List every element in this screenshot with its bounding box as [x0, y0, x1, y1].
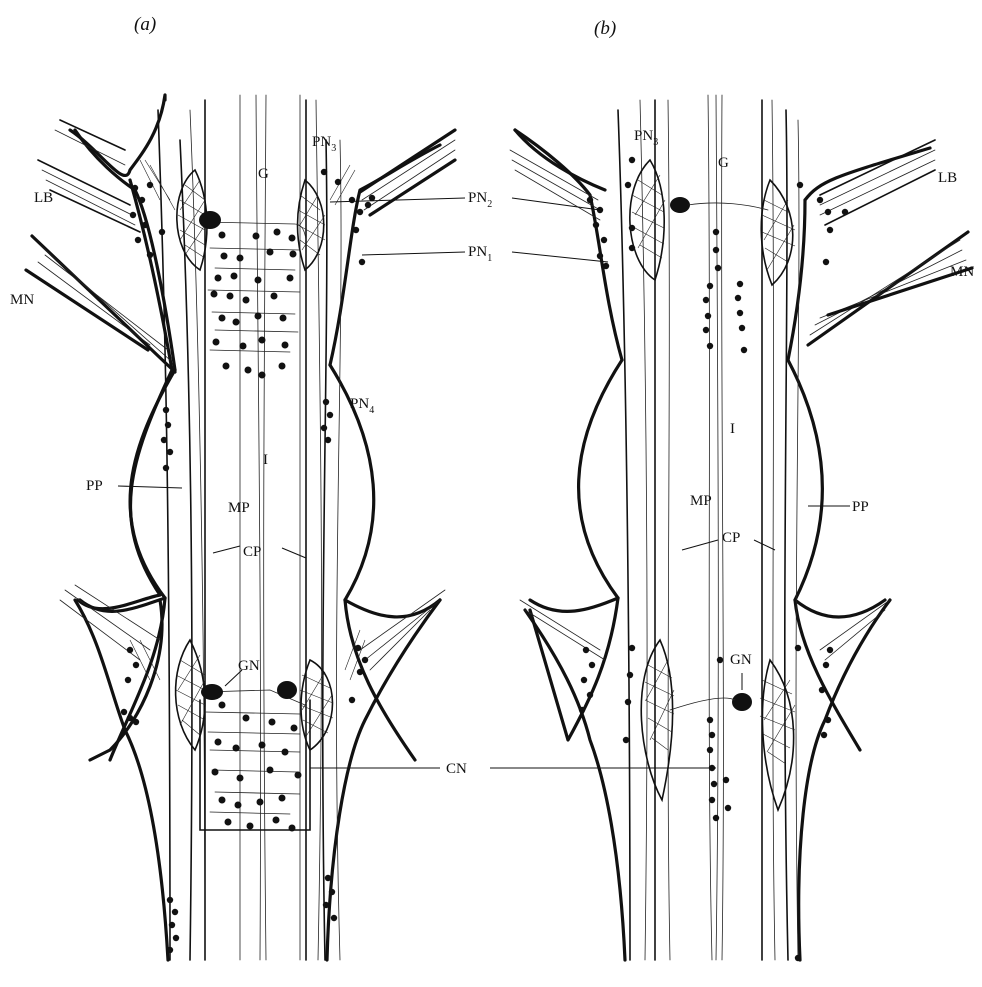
panel-b-giant-neuron-bottom [732, 693, 752, 711]
panel-a-bottom-right-limb [327, 600, 440, 960]
panel-b-left-limb [525, 610, 625, 960]
panel-a-transverse-fibres [200, 222, 310, 830]
panel-b-label-I: I [730, 421, 735, 437]
panel-a-giant-neuron-bottom-right [277, 681, 297, 699]
panel-b-giant-neuron-top [670, 197, 690, 213]
panel-a-right-top-branch [360, 130, 455, 215]
panel-b-label-CP: CP [722, 530, 740, 546]
panel-b-cell-bodies [579, 157, 848, 961]
panel-b-MN-bundle [808, 232, 972, 345]
panel-a-label-CP: CP [243, 544, 261, 560]
panel-b-right-bottom-outline [795, 600, 885, 750]
panel-b-left-mid-outline [579, 360, 622, 598]
panel-b-label-LB: LB [938, 170, 957, 186]
panel-b-label-GN: GN [730, 652, 752, 668]
label-PN1: PN1 [468, 244, 492, 264]
panel-a-label: (a) [134, 14, 156, 35]
panel-b-right-limb [799, 600, 890, 960]
panel-b-label-MP: MP [690, 493, 712, 509]
label-PN2: PN2 [468, 190, 492, 210]
panel-a-label-GN: GN [238, 658, 260, 674]
panel-b-ganglion-top-left [630, 160, 665, 280]
panel-a-label-G: G [258, 166, 269, 182]
panel-a-label-MP: MP [228, 500, 250, 516]
panel-b-right-mid-outline [788, 360, 822, 600]
panel-a-ganglion-top-right [298, 180, 326, 270]
panel-a-label-LB: LB [34, 190, 53, 206]
panel-a-left-outline [70, 95, 172, 760]
panel-a-label-I: I [263, 452, 268, 468]
panel-b-connective-fibres [618, 95, 799, 960]
panel-b-left-top-outline [515, 130, 622, 360]
panel-a-label-PN3: PN3 [312, 134, 336, 154]
panel-b-left-branch-lines [510, 150, 890, 660]
panel-a-label-MN: MN [10, 292, 34, 308]
panel-b-label-PP: PP [852, 499, 869, 515]
panel-a-giant-neuron-bottom-left [201, 684, 223, 700]
panel-a-right-top-outline [330, 145, 440, 365]
panel-b-right-top-outline [788, 148, 930, 360]
panel-b-label-MN: MN [950, 264, 974, 280]
panel-b-left-bottom-outline [530, 598, 618, 740]
panel-a-giant-neuron-top [199, 211, 221, 229]
panel-b-label-G: G [718, 155, 729, 171]
label-CN: CN [446, 761, 467, 777]
panel-a: G LB MN PN3 PN4 I PP MP CP GN [10, 95, 465, 960]
panel-b-ganglion-bottom-right [760, 660, 795, 810]
panel-a-label-PP: PP [86, 478, 103, 494]
panel-b: PN3 G LB MN I MP PP CP GN [490, 95, 974, 961]
panel-b-ganglion-bottom-left [641, 640, 674, 800]
panel-b-ganglion-top-right [761, 180, 795, 285]
panel-b-label: (b) [594, 18, 616, 39]
